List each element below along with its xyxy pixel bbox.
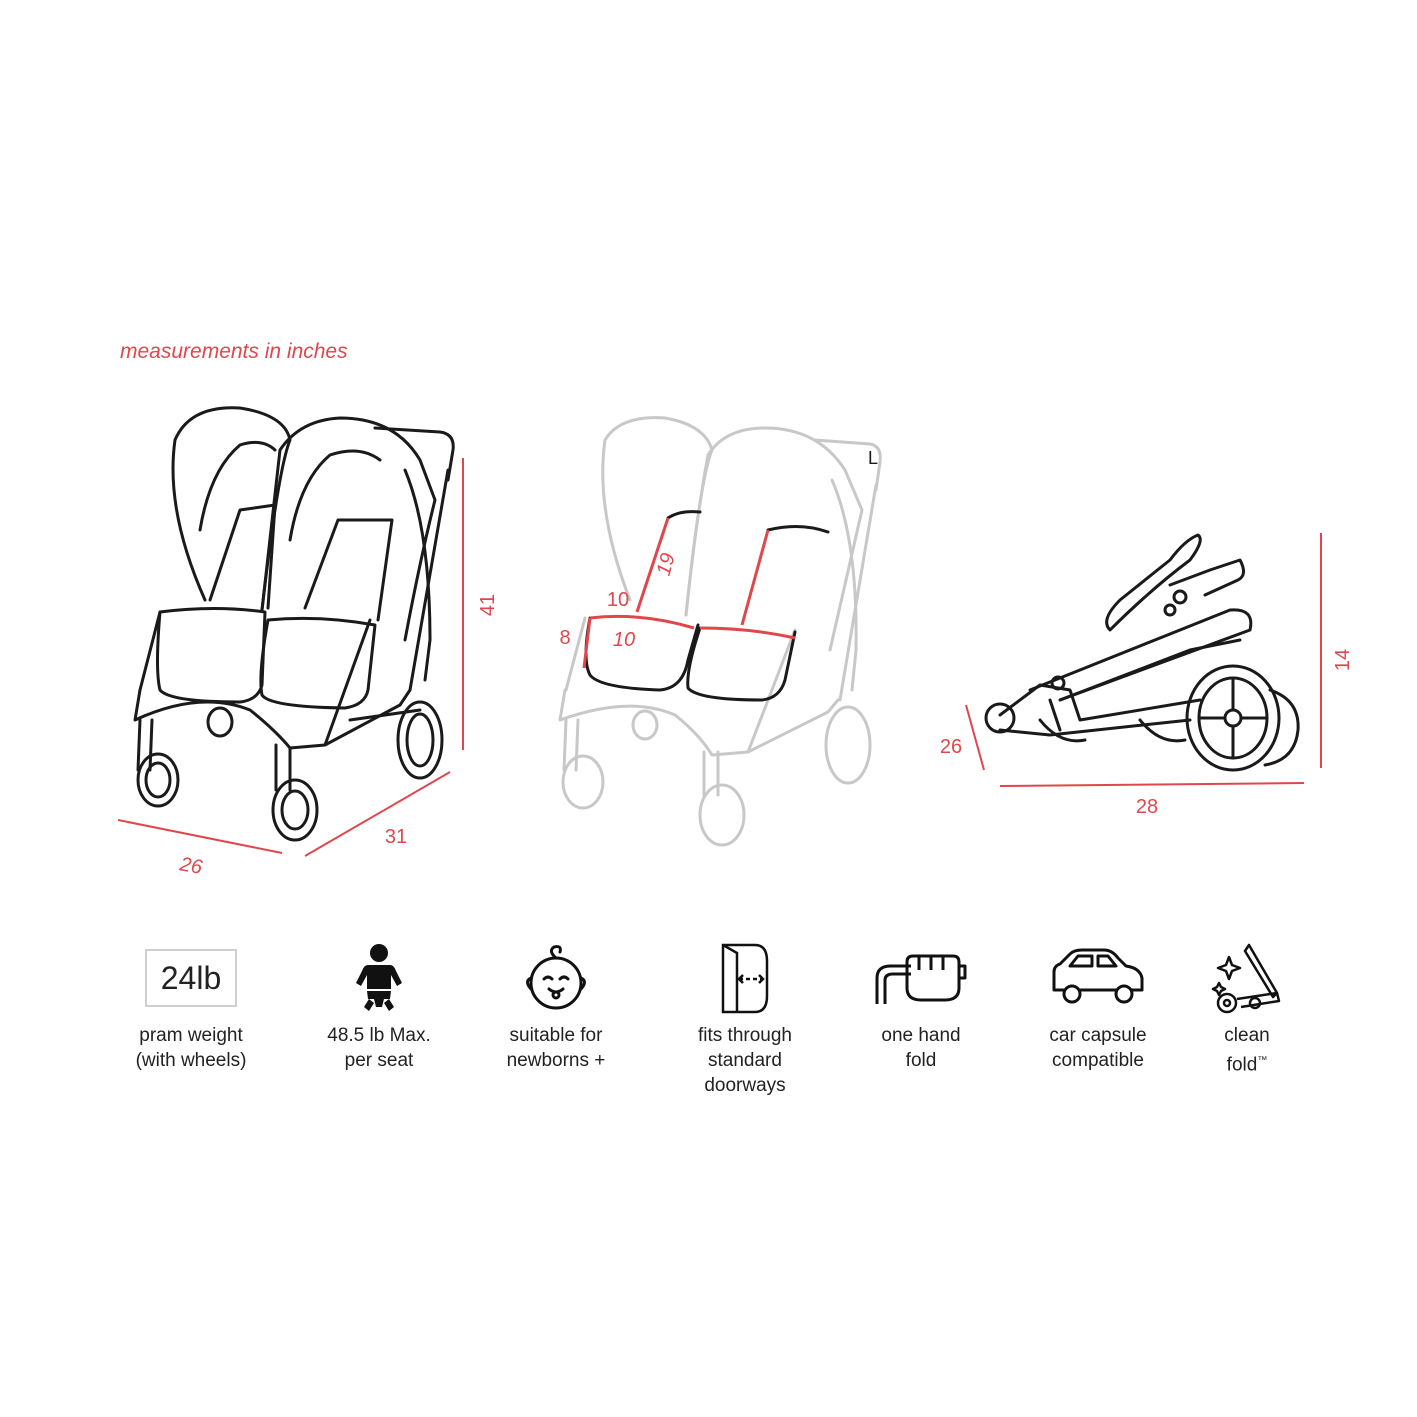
footrest-label: 8: [559, 627, 570, 649]
seat-back-height-label: 19: [653, 551, 680, 578]
feature-label: clean fold™: [1157, 1023, 1337, 1077]
seat-width-label: 10: [607, 589, 629, 611]
feature-car-capsule: car capsule compatible: [1008, 938, 1188, 1073]
feature-label: fits through standard doorways: [655, 1023, 835, 1098]
feature-label-line: 48.5 lb Max.: [327, 1025, 431, 1046]
feature-label-line: newborns +: [506, 1050, 606, 1071]
newborn-face-icon: [466, 938, 646, 1018]
stroller-unfolded-illustration: [133, 406, 455, 842]
feature-label-line: suitable for: [509, 1025, 603, 1046]
stroller-seat-illustration: [558, 416, 882, 847]
feature-label-line: fold™: [1157, 1048, 1337, 1077]
car-icon: [1008, 938, 1188, 1018]
feature-label: car capsule compatible: [1008, 1023, 1188, 1073]
feature-label-line: (with wheels): [135, 1050, 247, 1071]
hand-fold-icon: [831, 938, 1011, 1018]
feature-label-line: fits through: [698, 1025, 792, 1046]
feature-label-line: fold: [905, 1050, 937, 1071]
unfolded-height-label: 41: [477, 594, 499, 616]
measurement-note: measurements in inches: [120, 340, 348, 363]
feature-newborns: suitable for newborns +: [466, 938, 646, 1073]
feature-max-weight: 48.5 lb Max. per seat: [289, 938, 469, 1073]
trademark-mark: ™: [1257, 1055, 1268, 1066]
feature-pram-weight: 24lb pram weight (with wheels): [101, 938, 281, 1073]
feature-label-line: pram weight: [139, 1025, 243, 1046]
clean-fold-icon: [1157, 938, 1337, 1018]
feature-label: suitable for newborns +: [466, 1023, 646, 1073]
unfolded-width-label: 26: [177, 853, 205, 879]
folded-height-label: 14: [1332, 649, 1354, 671]
feature-label-text: fold: [1226, 1054, 1258, 1076]
feature-label-line: one hand: [881, 1025, 961, 1046]
seat-depth-label: 10: [613, 629, 635, 651]
feature-one-hand-fold: one hand fold: [831, 938, 1011, 1073]
feature-label: 48.5 lb Max. per seat: [289, 1023, 469, 1073]
feature-label: one hand fold: [831, 1023, 1011, 1073]
unfolded-dimension-lines: [117, 458, 464, 857]
weight-icon: 24lb: [101, 938, 281, 1018]
baby-icon: [289, 938, 469, 1018]
folded-width-label: 26: [940, 736, 962, 758]
weight-value: 24lb: [145, 949, 237, 1007]
feature-label-line: doorways: [704, 1075, 786, 1096]
feature-label-line: compatible: [1052, 1050, 1144, 1071]
corner-mark: L: [868, 448, 878, 468]
unfolded-depth-label: 31: [385, 826, 407, 848]
feature-label-line: car capsule: [1049, 1025, 1147, 1046]
feature-label-line: per seat: [344, 1050, 414, 1071]
feature-label: pram weight (with wheels): [101, 1023, 281, 1073]
seat-dimension-lines: [582, 517, 796, 669]
folded-length-label: 28: [1136, 796, 1158, 818]
feature-clean-fold: clean fold™: [1157, 938, 1337, 1077]
folded-dimension-lines: [965, 533, 1322, 787]
doorway-icon: [655, 938, 835, 1018]
feature-doorways: fits through standard doorways: [655, 938, 835, 1098]
feature-label-line: standard: [708, 1050, 782, 1071]
stroller-folded-illustration: [984, 533, 1300, 772]
feature-label-line: clean: [1224, 1025, 1270, 1046]
